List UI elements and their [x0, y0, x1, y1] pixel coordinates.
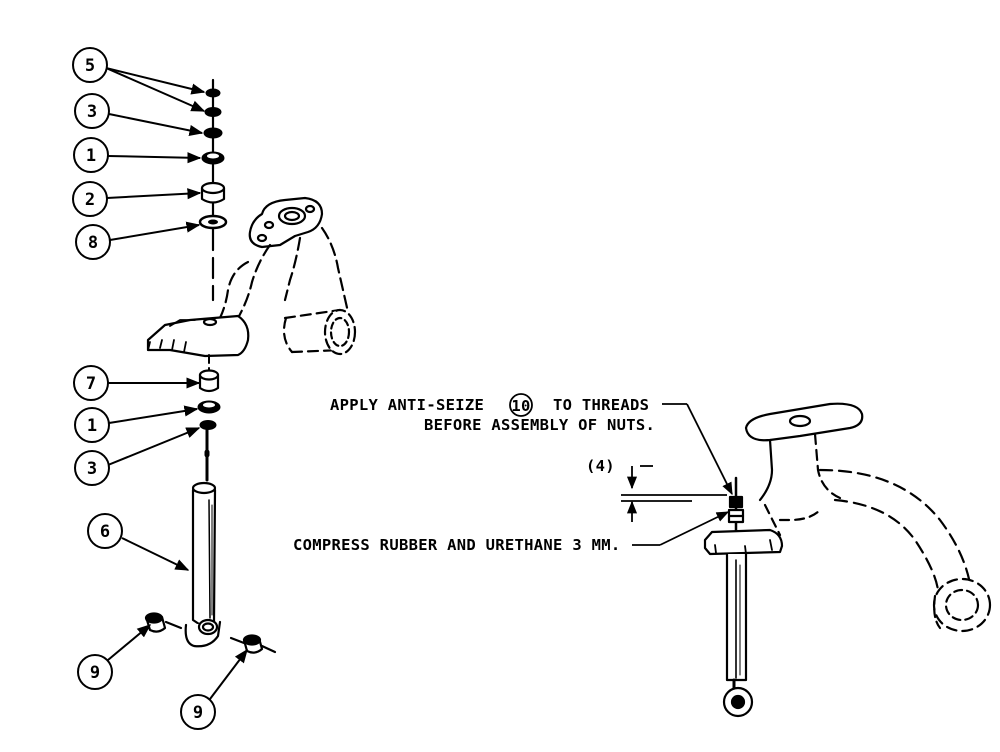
assembled-view: [703, 402, 992, 718]
balloon-6: [87, 513, 123, 549]
balloon-3: [74, 93, 110, 129]
balloon-8: [75, 224, 111, 260]
shock-absorber: [184, 428, 222, 648]
balloon-label: 1: [86, 146, 96, 166]
exploded-view: [144, 78, 357, 654]
eye-bushing-right: [229, 634, 277, 654]
washer-part: [203, 127, 223, 139]
balloon-labels: 5 3 1 2 8 7 1 3 6 9 9: [85, 56, 203, 723]
balloon-label: 9: [90, 663, 100, 683]
balloon-9-left: [77, 654, 113, 690]
nut-part: [204, 107, 222, 117]
anti-seize-ref-number: 10: [511, 397, 530, 415]
ref-circle-10: [509, 393, 533, 417]
nut-part: [205, 88, 221, 98]
balloon-1-lower: [74, 407, 110, 443]
balloon-label: 6: [100, 522, 110, 542]
anti-seize-note-line1: APPLY ANTI-SEIZE: [330, 396, 484, 414]
bushing-part: [200, 181, 226, 204]
balloon-3-lower: [74, 450, 110, 486]
balloon-group: [72, 47, 216, 730]
knuckle-housing: [146, 196, 357, 358]
balloon-2: [72, 181, 108, 217]
compress-arrow: [659, 511, 730, 546]
eye-bushing-left: [144, 612, 183, 633]
balloon-1: [73, 137, 109, 173]
anti-seize-arrow: [686, 403, 733, 496]
anti-seize-note-line2: BEFORE ASSEMBLY OF NUTS.: [424, 416, 655, 434]
washer-part: [199, 420, 217, 430]
balloon-label: 9: [193, 703, 203, 723]
balloon-label: 7: [86, 374, 96, 394]
bushing-part: [198, 369, 220, 393]
balloon-label: 5: [85, 56, 95, 76]
compress-note: COMPRESS RUBBER AND URETHANE 3 MM.: [293, 536, 620, 554]
note-text-group: APPLY ANTI-SEIZE 10 TO THREADS BEFORE AS…: [293, 396, 655, 554]
balloon-label: 2: [85, 190, 95, 210]
anti-seize-note-line1-end: TO THREADS: [553, 396, 649, 414]
balloon-9-right: [180, 694, 216, 730]
dimension-label: (4): [586, 457, 615, 475]
balloon-label: 3: [87, 459, 97, 479]
balloon-label: 3: [87, 102, 97, 122]
balloon-7: [73, 365, 109, 401]
balloon-callouts: [105, 67, 248, 700]
notes: [509, 393, 733, 546]
balloon-label: 1: [87, 416, 97, 436]
balloon-label: 8: [88, 233, 98, 253]
balloon-5: [72, 47, 108, 83]
